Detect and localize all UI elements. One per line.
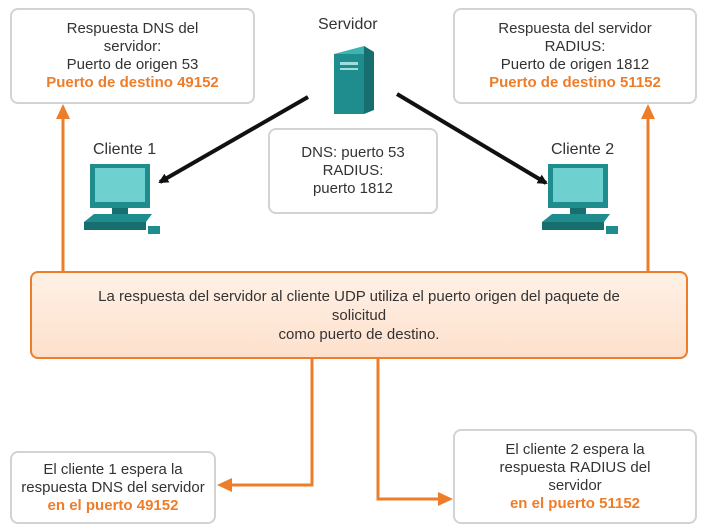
dns-response-destination-port: Puerto de destino 49152 (46, 74, 219, 91)
client1-wait-port: en el puerto 49152 (47, 496, 179, 514)
ports-dns: DNS: puerto 53 (301, 144, 405, 161)
client2-wait-line2: respuesta RADIUS del (499, 458, 651, 476)
explanation-line3: como puerto de destino. (278, 325, 440, 343)
ports-radius-label: RADIUS: (322, 162, 384, 179)
dns-response-box: Respuesta DNS del servidor: Puerto de or… (10, 8, 255, 104)
radius-response-line3: Puerto de origen 1812 (500, 56, 650, 73)
client1-wait-line2: respuesta DNS del servidor (21, 478, 205, 496)
dns-response-line1: Respuesta DNS del (66, 20, 199, 37)
explanation-line1: La respuesta del servidor al cliente UDP… (98, 287, 620, 305)
dns-response-line2: servidor: (103, 38, 162, 55)
arrow-down-right-head (438, 492, 453, 506)
client1-label: Cliente 1 (93, 141, 157, 158)
ports-radius-value: puerto 1812 (312, 180, 394, 197)
server-icon (334, 46, 374, 114)
dns-response-line3: Puerto de origen 53 (66, 56, 199, 73)
client2-wait-line3: servidor (548, 476, 602, 494)
server-label: Servidor (318, 16, 378, 33)
client1-wait-box: El cliente 1 espera la respuesta DNS del… (10, 451, 216, 524)
client2-wait-box: El cliente 2 espera la respuesta RADIUS … (453, 429, 697, 524)
arrow-up-left-head (56, 104, 70, 119)
client2-wait-port: en el puerto 51152 (509, 494, 641, 512)
computer-icon (84, 164, 160, 234)
radius-response-line1: Respuesta del servidor (498, 20, 652, 37)
arrow-up-right-head (641, 104, 655, 119)
radius-response-box: Respuesta del servidor RADIUS: Puerto de… (453, 8, 697, 104)
computer-icon (542, 164, 618, 234)
client1-wait-line1: El cliente 1 espera la (43, 460, 183, 478)
client2-wait-line1: El cliente 2 espera la (505, 440, 645, 458)
ports-box: DNS: puerto 53 RADIUS: puerto 1812 (268, 128, 438, 214)
explanation-box: La respuesta del servidor al cliente UDP… (30, 271, 688, 359)
client2-label: Cliente 2 (551, 141, 615, 158)
radius-response-line2: RADIUS: (544, 38, 606, 55)
arrow-server-to-client2 (395, 92, 548, 185)
arrow-down-right (376, 359, 440, 501)
arrow-down-left (230, 359, 314, 487)
radius-response-destination-port: Puerto de destino 51152 (489, 74, 661, 91)
arrow-down-left-head (217, 478, 232, 492)
explanation-line2: solicitud (331, 306, 387, 324)
arrow-server-to-client1 (158, 95, 309, 184)
